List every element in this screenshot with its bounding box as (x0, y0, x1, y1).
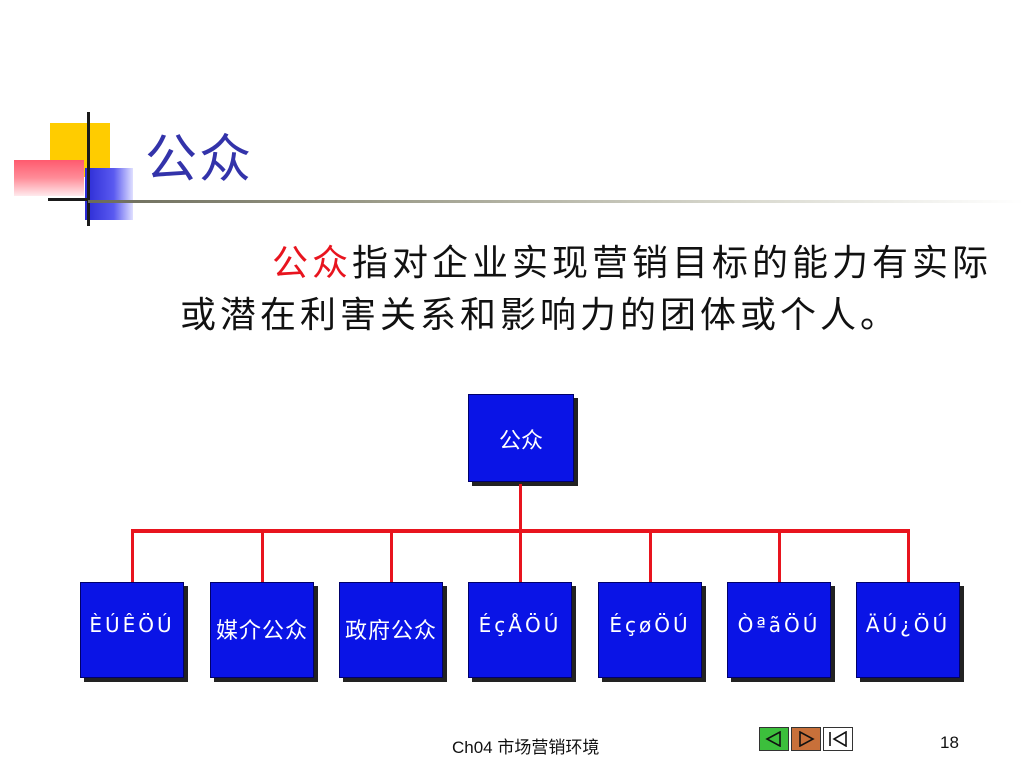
org-root-label: 公众 (498, 429, 543, 454)
org-child-node: 政府公众 (339, 582, 443, 678)
previous-slide-button[interactable] (759, 727, 789, 751)
org-root-node: 公众 (468, 394, 574, 482)
page-number: 18 (940, 733, 959, 752)
org-child-label: ÄÚ¿ÖÚ (865, 613, 951, 637)
next-slide-button[interactable] (791, 727, 821, 751)
slide-title: 公众 (145, 130, 254, 190)
triangle-left-icon (765, 731, 781, 747)
org-child-node: 媒介公众 (210, 582, 314, 678)
org-child-node: ÄÚ¿ÖÚ (856, 582, 960, 678)
org-child-label: ÒªãÖÚ (737, 613, 821, 637)
org-child-node: ÈÚÊÖÚ (80, 582, 184, 678)
definition-text: 指对企业实现营销目标的能力有实际或潜在利害关系和影响力的团体或个人。 (180, 243, 993, 336)
child-connector (649, 531, 652, 582)
highlighted-term: 公众 (272, 243, 353, 284)
child-connector (131, 531, 134, 582)
org-child-node: ÉçÅÖÚ (468, 582, 572, 678)
last-slide-button[interactable] (823, 727, 853, 751)
footer-chapter-label: Ch04 市场营销环境 (452, 738, 600, 757)
red-bar-decoration (14, 160, 84, 196)
vertical-line-decoration (87, 112, 90, 226)
org-child-label: 媒介公众 (215, 619, 308, 644)
org-child-node: ÒªãÖÚ (727, 582, 831, 678)
org-child-label: ÉçøÖÚ (609, 613, 691, 637)
horizontal-line-decoration (48, 198, 88, 201)
child-connector (261, 531, 264, 582)
child-connector (390, 531, 393, 582)
child-connector (519, 531, 522, 582)
child-connector (778, 531, 781, 582)
slide-logo-decoration (0, 0, 160, 240)
child-connector (907, 531, 910, 582)
org-child-label: ÈÚÊÖÚ (89, 613, 175, 637)
triangle-right-icon (799, 731, 815, 747)
title-underline (88, 200, 1024, 203)
org-child-label: 政府公众 (344, 619, 437, 644)
skip-to-end-icon (829, 731, 847, 747)
blue-square-decoration (85, 168, 133, 220)
slide-navigation (759, 727, 853, 751)
org-child-node: ÉçøÖÚ (598, 582, 702, 678)
slide-body-text: 公众指对企业实现营销目标的能力有实际或潜在利害关系和影响力的团体或个人。 (180, 238, 1000, 342)
org-child-label: ÉçÅÖÚ (478, 613, 562, 637)
root-connector (519, 484, 522, 531)
